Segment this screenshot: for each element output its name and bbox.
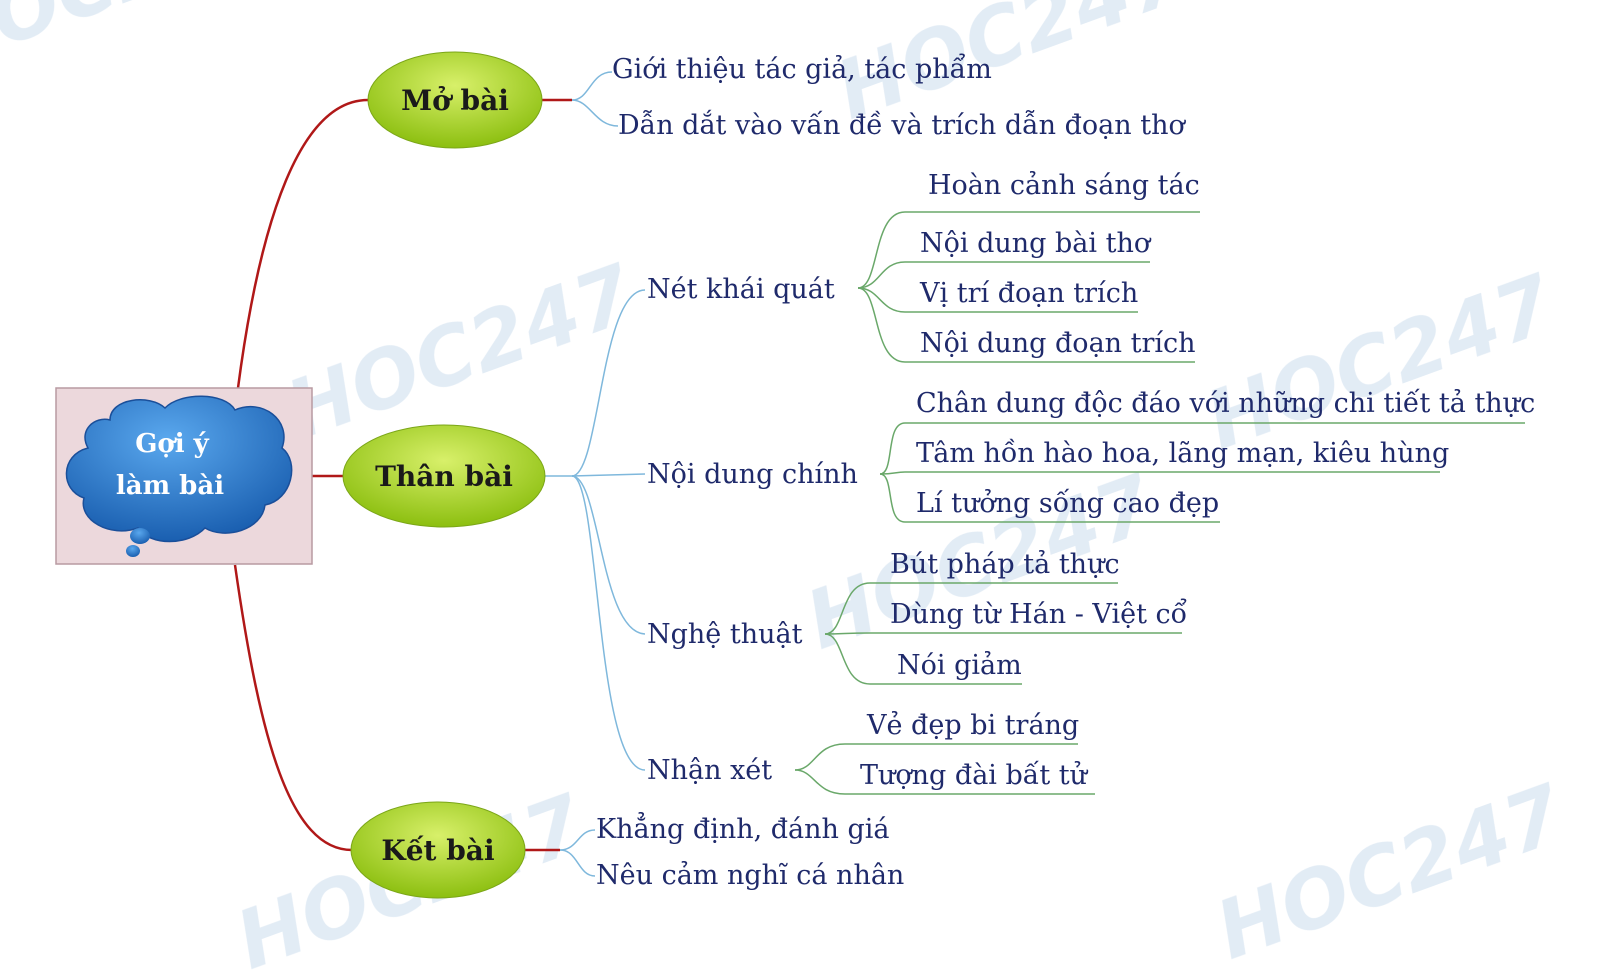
node-mo-bai[interactable]: Mở bài — [367, 51, 543, 149]
node-ket-bai-label: Kết bài — [381, 834, 494, 867]
leaf-connectors — [794, 211, 1525, 795]
connector-mo-bai — [236, 98, 369, 389]
root-title-line1: Gợi ý — [135, 429, 209, 459]
main-connectors — [233, 98, 572, 852]
sub-noi-dung-chinh[interactable]: Nội dung chính — [647, 459, 858, 490]
nhan-xet-item-1: Vẻ đẹp bi tráng — [866, 709, 1079, 741]
cloud-icon — [65, 395, 293, 557]
node-than-bai-label: Thân bài — [375, 460, 513, 493]
nghe-thuat-item-2: Dùng từ Hán - Việt cổ — [890, 597, 1187, 630]
net-khai-quat-item-3: Vị trí đoạn trích — [919, 278, 1138, 309]
nghe-thuat-item-3: Nói giảm — [897, 649, 1022, 681]
root-node[interactable]: Gợi ý làm bài — [55, 387, 313, 565]
mo-bai-leaf-connectors — [571, 71, 619, 127]
noi-dung-chinh-item-1: Chân dung độc đáo với những chi tiết tả … — [916, 387, 1535, 419]
than-bai-connectors — [545, 289, 646, 771]
watermark: HOC247 — [1195, 257, 1566, 468]
mo-bai-item-1: Giới thiệu tác giả, tác phẩm — [612, 52, 992, 85]
sub-nhan-xet[interactable]: Nhận xét — [647, 755, 772, 786]
ket-bai-item-1: Khẳng định, đánh giá — [596, 811, 890, 845]
watermark: HOC247 — [0, 0, 286, 88]
nhan-xet-item-2: Tượng đài bất tử — [860, 759, 1089, 791]
noi-dung-chinh-item-3: Lí tưởng sống cao đẹp — [916, 487, 1219, 519]
sub-nghe-thuat[interactable]: Nghệ thuật — [647, 619, 803, 650]
mo-bai-item-2: Dẫn dắt vào vấn đề và trích dẫn đoạn thơ — [618, 109, 1186, 141]
sub-net-khai-quat[interactable]: Nét khái quát — [647, 274, 835, 305]
ket-bai-item-2: Nêu cảm nghĩ cá nhân — [596, 859, 904, 891]
root-title-line2: làm bài — [116, 471, 224, 501]
watermark: HOC247 — [1205, 767, 1576, 973]
node-mo-bai-label: Mở bài — [401, 84, 509, 117]
net-khai-quat-item-2: Nội dung bài thơ — [920, 228, 1152, 259]
node-ket-bai[interactable]: Kết bài — [350, 801, 526, 899]
net-khai-quat-item-1: Hoàn cảnh sáng tác — [928, 169, 1200, 201]
nghe-thuat-item-1: Bút pháp tả thực — [890, 548, 1120, 580]
noi-dung-chinh-item-2: Tâm hồn hào hoa, lãng mạn, kiêu hùng — [916, 438, 1449, 469]
net-khai-quat-item-4: Nội dung đoạn trích — [920, 328, 1196, 359]
node-than-bai[interactable]: Thân bài — [342, 424, 546, 528]
ket-bai-leaf-connectors — [559, 829, 596, 877]
connector-ket-bai — [233, 564, 353, 852]
